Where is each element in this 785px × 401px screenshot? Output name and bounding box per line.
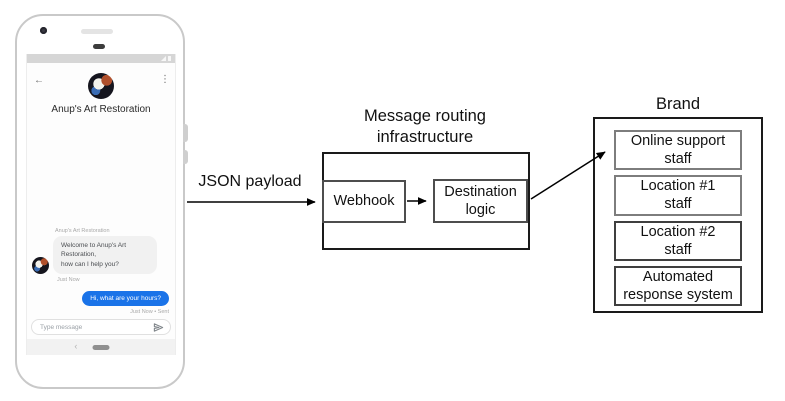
status-bar	[27, 54, 175, 63]
brand-item-online-support: Online support staff	[614, 130, 742, 171]
webhook-label: Webhook	[333, 193, 395, 210]
routing-title: Message routing infrastructure	[364, 107, 486, 147]
sender-label: Anup's Art Restoration	[55, 227, 110, 234]
signal-icon	[161, 56, 166, 61]
incoming-message-bubble: Welcome to Anup's Art Restoration, how c…	[53, 235, 157, 274]
outgoing-message-bubble: Hi, what are your hours?	[82, 291, 169, 306]
brand-container-box: Online support staff Location #1 staff L…	[593, 117, 763, 313]
brand-title: Brand	[655, 95, 701, 113]
brand-item-location-2: Location #2 staff	[614, 220, 742, 261]
json-payload-label: JSON payload	[198, 173, 302, 190]
message-composer[interactable]	[31, 319, 171, 335]
message-input[interactable]	[40, 323, 153, 331]
brand-item-label: Online support staff	[630, 133, 726, 168]
brand-avatar	[88, 73, 114, 99]
speaker-slot	[81, 29, 113, 34]
overflow-menu-icon[interactable]: ⋮	[160, 74, 170, 85]
android-nav-bar: ‹	[27, 339, 175, 355]
power-button	[183, 124, 188, 142]
outgoing-timestamp: Just Now • Sent	[130, 309, 169, 315]
incoming-timestamp: Just Now	[57, 277, 80, 283]
nav-back-icon[interactable]: ‹	[74, 341, 78, 351]
phone-device: ← ⋮ Anup's Art Restoration Anup's Art Re…	[15, 14, 188, 389]
earpiece	[93, 44, 105, 49]
front-camera-icon	[40, 27, 47, 34]
destination-logic-label: Destination logic	[444, 183, 517, 218]
brand-item-location-1: Location #1 staff	[614, 175, 742, 216]
brand-item-label: Location #1 staff	[640, 178, 716, 213]
battery-icon	[168, 56, 171, 61]
chat-header: ← ⋮ Anup's Art Restoration	[27, 63, 175, 119]
send-icon[interactable]	[153, 322, 164, 333]
message-list: Anup's Art Restoration Welcome to Anup's…	[27, 119, 175, 318]
brand-item-automated-response: Automated response system	[614, 265, 742, 306]
brand-item-label: Location #2 staff	[640, 223, 716, 258]
brand-item-label: Automated response system	[623, 268, 733, 303]
nav-home-icon[interactable]	[92, 345, 110, 350]
conversation-title: Anup's Art Restoration	[51, 104, 151, 115]
phone-screen: ← ⋮ Anup's Art Restoration Anup's Art Re…	[26, 54, 176, 355]
volume-button	[183, 150, 188, 164]
incoming-message-row: Welcome to Anup's Art Restoration, how c…	[32, 235, 169, 274]
message-avatar	[32, 257, 49, 274]
destination-logic-box: Destination logic	[433, 179, 528, 223]
webhook-box: Webhook	[322, 180, 406, 223]
back-arrow-icon[interactable]: ←	[34, 75, 44, 86]
